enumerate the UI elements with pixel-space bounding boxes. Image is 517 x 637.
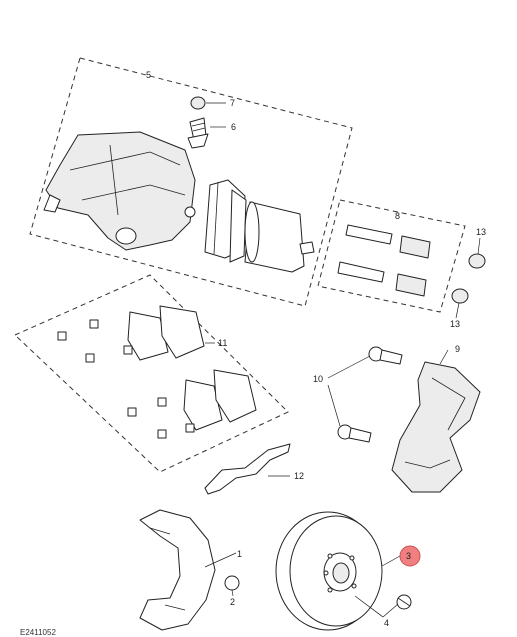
bleed-nipple (187, 117, 209, 149)
callout-6: 6 (231, 122, 236, 132)
callout-13-lower: 13 (450, 319, 460, 329)
pad-clips (57, 319, 195, 439)
disc-retaining-screw (396, 594, 412, 610)
callout-3-highlight: 3 (399, 545, 421, 567)
callout-11: 11 (218, 338, 227, 348)
callout-2: 2 (230, 597, 235, 607)
callout-1: 1 (237, 549, 242, 559)
callout-13-upper: 13 (476, 227, 486, 237)
callout-9: 9 (455, 344, 460, 354)
brake-pads-upper (127, 305, 205, 361)
callout-7: 7 (230, 98, 235, 108)
callout-4: 4 (384, 618, 389, 628)
caliper-carrier (391, 361, 481, 493)
callout-5: 5 (146, 70, 151, 80)
splash-shield (139, 509, 216, 631)
caliper-group-frame (29, 57, 353, 307)
caliper-seal-piston (244, 201, 315, 273)
callout-10: 10 (313, 374, 323, 384)
callout-12: 12 (294, 471, 304, 481)
pad-kit-frame (14, 274, 289, 473)
callout-3: 3 (406, 551, 411, 561)
caliper-piston (204, 179, 247, 263)
guide-bushing-lower (451, 288, 469, 304)
anti-rattle-spring (204, 443, 291, 495)
caliper-body (43, 131, 196, 251)
carrier-bolt-lower (337, 424, 372, 443)
brake-disc (275, 511, 383, 631)
shield-bolt (224, 575, 240, 591)
guide-pin-lower (337, 261, 427, 297)
dust-cap (190, 96, 206, 110)
carrier-bolt-upper (368, 346, 403, 365)
callout-8: 8 (395, 211, 400, 221)
guide-bushing-upper (468, 253, 486, 269)
guide-pin-upper (345, 224, 431, 259)
figure-reference-code: E2411052 (20, 628, 56, 637)
guide-pin-frame (317, 199, 466, 313)
brake-pads-lower (183, 369, 257, 431)
